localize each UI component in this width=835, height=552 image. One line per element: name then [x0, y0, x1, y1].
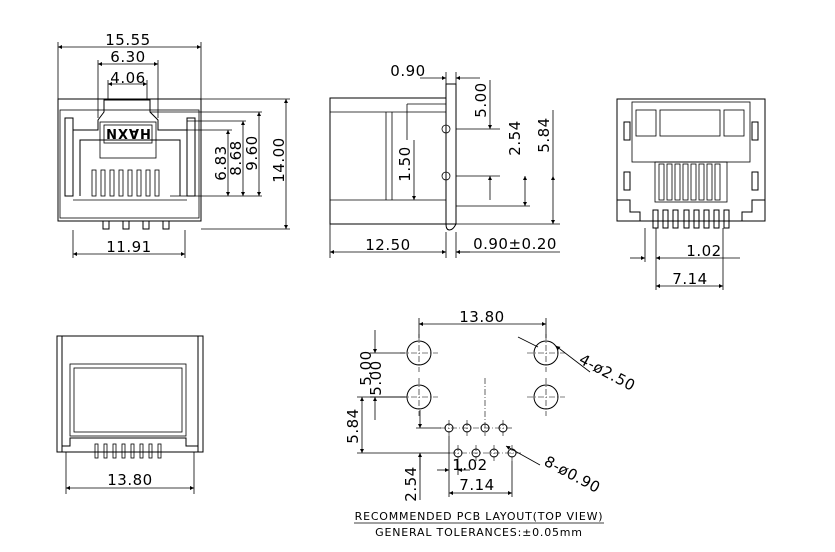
pcb-row-spacing: 2.54	[402, 466, 420, 501]
side-pin-height: 5.84	[535, 117, 553, 152]
front-height-a: 6.83	[212, 145, 230, 180]
bottom-pins	[94, 443, 162, 459]
pcb-large-spacing-top: 5.00	[357, 350, 375, 385]
front-view: HAXN 15.55 6.30 4.06 11.91 6.83 8.68	[57, 31, 290, 258]
side-view: 0.90 5.00 1.50 2.54 5.84 12.50 0.90±0.20	[329, 62, 560, 258]
front-height-overall: 14.00	[270, 137, 288, 182]
rear-view: 1.02 7.14	[616, 98, 766, 290]
front-height-b: 8.68	[227, 140, 245, 175]
rear-row-span: 7.14	[672, 270, 707, 288]
pcb-pitch: 1.02	[452, 456, 487, 474]
front-contact-comb	[91, 169, 160, 197]
pcb-row-span: 7.14	[459, 476, 494, 494]
large-holes	[400, 334, 565, 416]
pcb-layout-title: RECOMMENDED PCB LAYOUT(TOP VIEW)	[355, 510, 604, 523]
front-pin-span: 11.91	[106, 238, 151, 256]
small-holes	[440, 378, 521, 461]
side-pin-offset: 1.50	[396, 146, 414, 181]
bottom-width: 13.80	[107, 471, 152, 489]
pcb-large-hole-note: 4-ø2.50	[576, 350, 638, 395]
front-top-width: 6.30	[110, 48, 145, 66]
general-tolerances: GENERAL TOLERANCES:±0.05mm	[375, 526, 583, 539]
pcb-large-spacing: 5.00	[367, 360, 385, 395]
front-overall-width: 15.55	[105, 31, 150, 49]
front-logo: HAXN	[105, 125, 151, 140]
rear-pitch: 1.02	[686, 242, 721, 260]
rear-contact-comb	[658, 163, 721, 201]
side-body-depth: 12.50	[365, 236, 410, 254]
pcb-vertical-offset: 5.84	[344, 408, 362, 443]
side-pin-spacing-b: 2.54	[506, 120, 524, 155]
pcb-layout: 13.80 5.00 5.00 5.84 2.54 1.02 7.14 4-ø2…	[344, 308, 639, 539]
front-height-c: 9.60	[243, 135, 261, 170]
pcb-hole-span: 13.80	[459, 308, 504, 326]
side-tab-width: 0.90	[390, 62, 425, 80]
side-pin-spacing-v: 5.00	[472, 82, 490, 117]
bottom-view: 13.80	[56, 335, 204, 494]
side-post-dia: 0.90±0.20	[473, 235, 557, 253]
pcb-small-hole-note: 8-ø0.90	[541, 452, 603, 497]
front-latch-width: 4.06	[110, 69, 145, 87]
